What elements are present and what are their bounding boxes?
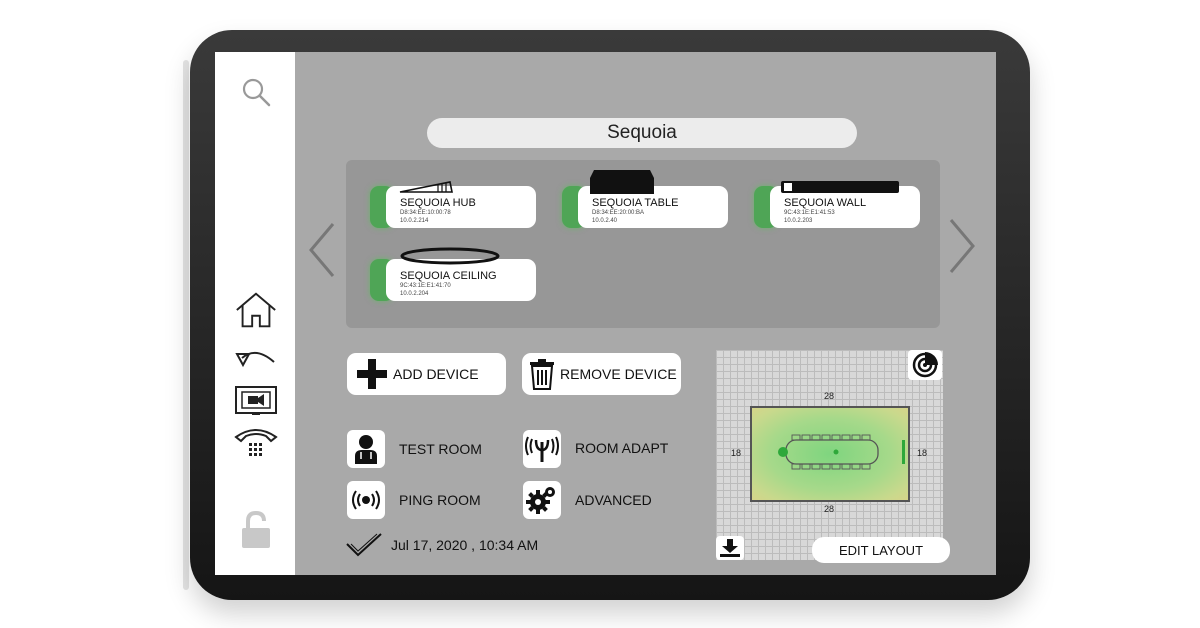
ping-room-label[interactable]: PING ROOM <box>399 492 481 508</box>
device-ip: 10.0.2.203 <box>784 218 813 224</box>
test-room-label[interactable]: TEST ROOM <box>399 441 482 457</box>
device-card-table[interactable]: SEQUOIA TABLE D8:34:EE:20:00:BA 10.0.2.4… <box>562 170 732 228</box>
device-card-ceiling[interactable]: SEQUOIA CEILING 9C:43:1E:E1:41:70 10.0.2… <box>370 247 540 301</box>
sensor-target-icon[interactable] <box>908 350 942 380</box>
undo-icon[interactable] <box>233 336 279 380</box>
ping-room-icon[interactable] <box>347 481 385 519</box>
dim-right: 18 <box>917 448 928 458</box>
advanced-label[interactable]: ADVANCED <box>575 492 652 508</box>
test-room-icon[interactable] <box>347 430 385 468</box>
device-mac: D8:34:EE:10:00:78 <box>400 210 451 216</box>
home-icon[interactable] <box>233 288 279 332</box>
device-card-body: SEQUOIA HUB D8:34:EE:10:00:78 10.0.2.214 <box>386 181 536 228</box>
device-name: SEQUOIA CEILING <box>400 270 497 282</box>
device-ip: 10.0.2.204 <box>400 291 429 297</box>
device-mac: D8:34:EE:20:00:BA <box>592 210 645 216</box>
wall-device-icon <box>780 180 900 199</box>
download-icon[interactable] <box>716 536 744 560</box>
device-card-body: SEQUOIA TABLE D8:34:EE:20:00:BA 10.0.2.4… <box>578 170 728 228</box>
edit-layout-button[interactable]: EDIT LAYOUT <box>812 537 950 563</box>
room-title: Sequoia <box>427 118 857 148</box>
app-screen: Sequoia SEQUOIA HUB D8:34:EE:10:00:78 10… <box>215 52 996 575</box>
device-ip: 10.0.2.214 <box>400 218 429 224</box>
device-panel: SEQUOIA HUB D8:34:EE:10:00:78 10.0.2.214… <box>346 160 940 328</box>
remove-device-button[interactable]: REMOVE DEVICE <box>522 353 681 395</box>
prev-arrow-icon[interactable] <box>307 220 337 280</box>
add-device-button[interactable]: ADD DEVICE <box>347 353 506 395</box>
video-camera-icon[interactable] <box>233 378 279 422</box>
device-card-body: SEQUOIA CEILING 9C:43:1E:E1:41:70 10.0.2… <box>386 247 536 301</box>
table-device-icon <box>588 168 656 201</box>
sidebar <box>215 52 295 575</box>
ceiling-device-icon <box>400 247 500 272</box>
device-card-body: SEQUOIA WALL 9C:43:1E:E1:41:53 10.0.2.20… <box>770 181 920 228</box>
dim-left: 18 <box>731 448 742 458</box>
plus-icon <box>357 359 387 389</box>
dim-top: 28 <box>824 391 835 401</box>
unlock-icon[interactable] <box>233 508 279 552</box>
status-timestamp: Jul 17, 2020 , 10:34 AM <box>391 537 539 553</box>
phone-icon[interactable] <box>233 420 279 464</box>
room-adapt-icon[interactable] <box>523 430 561 468</box>
device-name: SEQUOIA HUB <box>400 197 476 209</box>
device-card-hub[interactable]: SEQUOIA HUB D8:34:EE:10:00:78 10.0.2.214 <box>370 181 540 228</box>
add-device-label: ADD DEVICE <box>393 366 479 382</box>
device-mac: 9C:43:1E:E1:41:70 <box>400 283 451 289</box>
trash-icon <box>530 359 554 390</box>
room-adapt-label[interactable]: ROOM ADAPT <box>575 440 669 456</box>
check-icon <box>346 533 382 557</box>
room-layout-map: 28 28 18 18 <box>716 350 943 560</box>
tablet-edge <box>183 60 189 590</box>
status-bar: Jul 17, 2020 , 10:34 AM <box>345 532 538 558</box>
device-name: SEQUOIA TABLE <box>592 197 679 209</box>
hub-device-icon <box>398 180 454 199</box>
advanced-gear-icon[interactable] <box>523 481 561 519</box>
search-icon[interactable] <box>233 70 279 114</box>
dim-bottom: 28 <box>824 504 835 514</box>
room-coverage-area <box>750 406 910 502</box>
device-card-wall[interactable]: SEQUOIA WALL 9C:43:1E:E1:41:53 10.0.2.20… <box>754 181 924 228</box>
device-ip: 10.0.2.40 <box>592 218 618 224</box>
device-name: SEQUOIA WALL <box>784 197 867 209</box>
device-mac: 9C:43:1E:E1:41:53 <box>784 210 835 216</box>
remove-device-label: REMOVE DEVICE <box>560 366 677 382</box>
next-arrow-icon[interactable] <box>947 216 977 276</box>
